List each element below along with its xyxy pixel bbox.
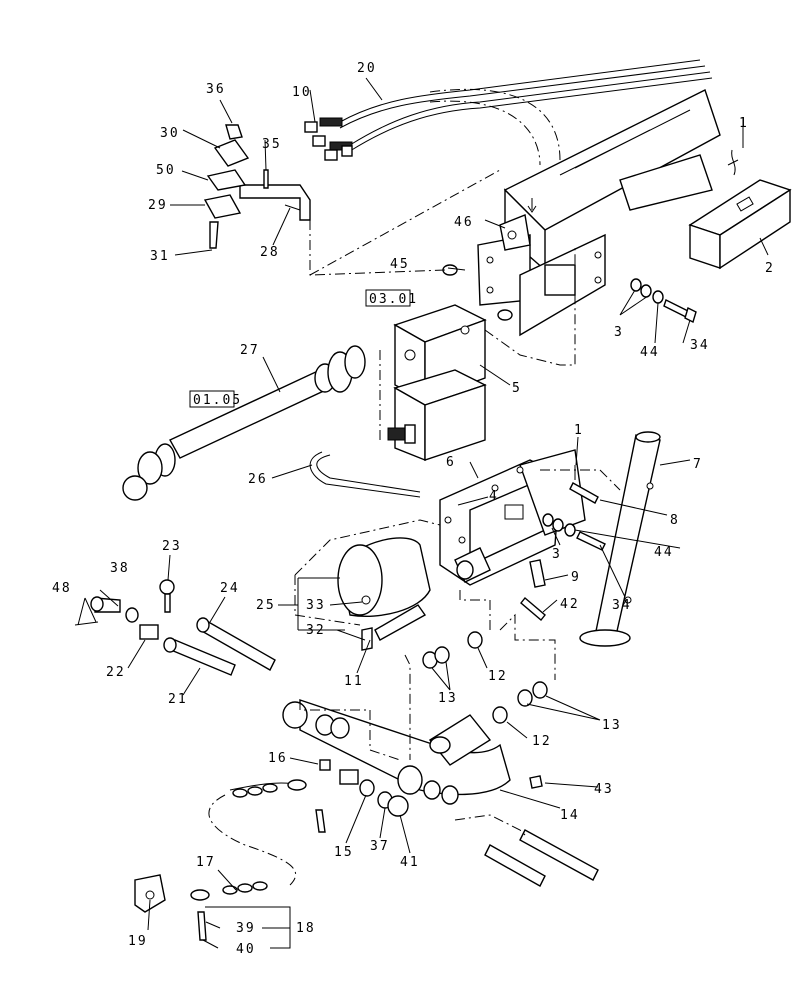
part-label-33: 33	[306, 598, 326, 613]
part-label-12: 12	[488, 669, 508, 684]
part-label-46: 46	[454, 215, 474, 230]
safety-chain	[134, 779, 307, 941]
pins-and-washers	[520, 465, 606, 622]
part-label-19: 19	[128, 934, 148, 949]
pivot-shafts	[74, 579, 276, 676]
part-label-45: 45	[390, 257, 410, 272]
part-label-11: 11	[344, 674, 364, 689]
part-label-27: 27	[240, 343, 260, 358]
part-label-48: 48	[52, 581, 72, 596]
part-label-9: 9	[571, 570, 581, 585]
drawbar-frame	[442, 89, 721, 337]
part-label-43: 43	[594, 782, 614, 797]
part-label-18: 18	[296, 921, 316, 936]
part-label-24: 24	[220, 581, 240, 596]
part-label-44b: 44	[654, 545, 674, 560]
hydraulic-cylinder	[337, 537, 431, 651]
part-label-40: 40	[236, 942, 256, 957]
part-label-25: 25	[256, 598, 276, 613]
part-label-12b: 12	[532, 734, 552, 749]
part-label-15: 15	[334, 845, 354, 860]
part-label-14: 14	[560, 808, 580, 823]
washers-bolt-top	[630, 278, 697, 323]
part-label-16: 16	[268, 751, 288, 766]
part-label-3b: 3	[552, 547, 562, 562]
part-label-4: 4	[489, 489, 499, 504]
part-label-32: 32	[306, 623, 326, 638]
part-label-5: 5	[512, 381, 522, 396]
part-label-10: 10	[292, 85, 312, 100]
ref-label-03-01: 03.01	[369, 292, 418, 307]
ref-label-01-05: 01.05	[193, 393, 242, 408]
hitch-housing	[439, 449, 586, 586]
part-label-22: 22	[106, 665, 126, 680]
part-label-23: 23	[162, 539, 182, 554]
part-label-41: 41	[400, 855, 420, 870]
hydraulic-hoses	[319, 59, 713, 166]
part-label-13b: 13	[602, 718, 622, 733]
washers-12-13	[422, 631, 548, 724]
part-label-44: 44	[640, 345, 660, 360]
toolbox	[688, 149, 792, 270]
part-label-50: 50	[156, 163, 176, 178]
assembly-lines	[294, 169, 621, 836]
part-label-17: 17	[196, 855, 216, 870]
bottom-pins	[484, 829, 599, 887]
jack-stand	[579, 431, 661, 647]
hitch-clevis	[282, 699, 543, 805]
part-label-7: 7	[693, 457, 703, 472]
fittings-10	[304, 121, 353, 161]
part-label-21: 21	[168, 692, 188, 707]
part-label-35: 35	[262, 137, 282, 152]
part-label-1b: 1	[574, 423, 584, 438]
ref-box-01-05: 01.05	[189, 390, 242, 408]
part-label-3: 3	[614, 325, 624, 340]
part-label-36: 36	[206, 82, 226, 97]
hose-26	[309, 451, 421, 498]
part-label-28: 28	[260, 245, 280, 260]
part-label-20: 20	[357, 61, 377, 76]
small-hardware	[315, 759, 409, 833]
part-label-38: 38	[110, 561, 130, 576]
leader-lines	[77, 77, 769, 949]
pto-shaft	[122, 345, 366, 501]
part-label-26: 26	[248, 472, 268, 487]
part-label-42: 42	[560, 597, 580, 612]
lever-assembly	[203, 124, 311, 249]
part-label-13: 13	[438, 691, 458, 706]
part-label-8: 8	[670, 513, 680, 528]
gearbox	[387, 304, 487, 462]
part-label-34b: 34	[612, 598, 632, 613]
part-labels: 1 2 3 44 34 20 10 36 30 35 50 29 31 28 4…	[52, 61, 775, 957]
part-label-31: 31	[150, 249, 170, 264]
part-label-30: 30	[160, 126, 180, 141]
part-label-29: 29	[148, 198, 168, 213]
part-label-1: 1	[739, 116, 749, 131]
part-label-2: 2	[765, 261, 775, 276]
part-label-39: 39	[236, 921, 256, 936]
part-label-34: 34	[690, 338, 710, 353]
ref-box-03-01: 03.01	[365, 289, 418, 307]
part-label-37: 37	[370, 839, 390, 854]
part-label-6: 6	[446, 455, 456, 470]
